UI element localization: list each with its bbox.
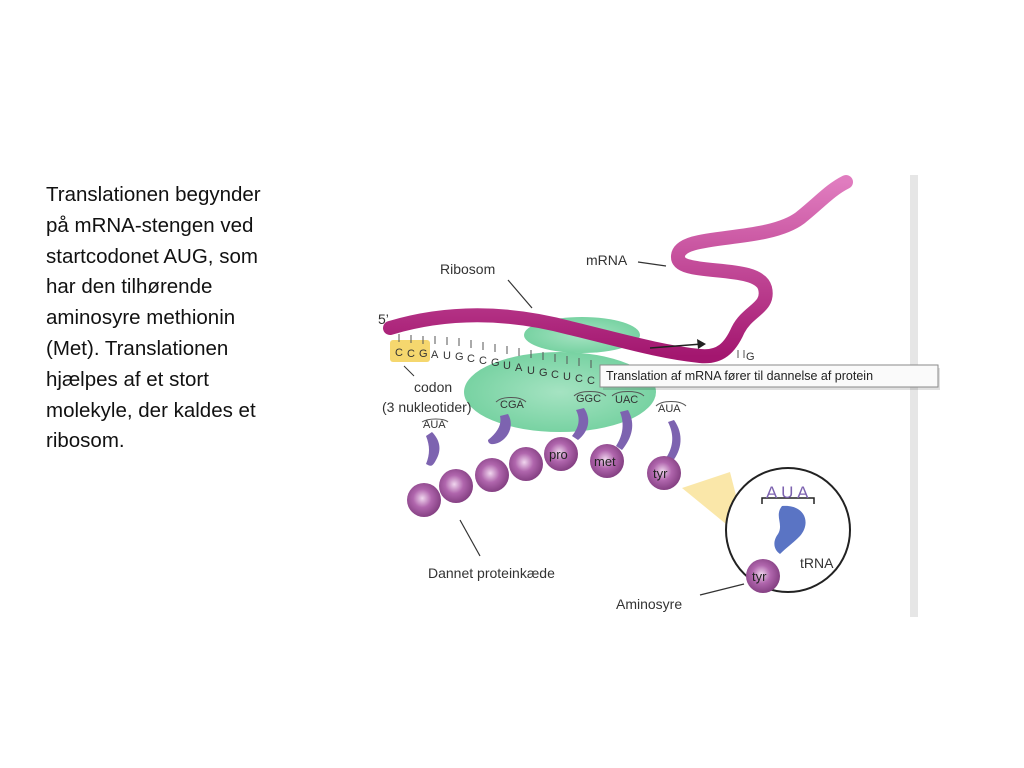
amino-acid-tyr bbox=[647, 456, 681, 490]
description-line: hjælpes af et stort bbox=[46, 367, 209, 391]
nucleotide-ticks bbox=[398, 334, 745, 368]
mrna-label: mRNA bbox=[586, 252, 628, 268]
codon-note-label: (3 nukleotider) bbox=[382, 399, 472, 415]
nucleotide: G bbox=[491, 357, 500, 369]
amino-acid-pro bbox=[544, 437, 578, 471]
translation-diagram: C C G A U G C C G U A U G C U C C G 5’ bbox=[378, 175, 940, 617]
ribosome-label: Ribosom bbox=[440, 261, 495, 277]
nucleotide: G bbox=[746, 351, 755, 363]
description-line: molekyle, der kaldes et bbox=[46, 398, 256, 422]
amino-acid-bead bbox=[407, 483, 441, 517]
description-line: startcodonet AUG, som bbox=[46, 244, 258, 268]
translation-figure: C C G A U G C C G U A U G C U C C G 5’ bbox=[360, 170, 940, 630]
tooltip-text: Translation af mRNA fører til dannelse a… bbox=[606, 369, 873, 383]
anticodon: CGA bbox=[500, 399, 525, 411]
amino-acid-bead bbox=[475, 458, 509, 492]
tooltip: Translation af mRNA fører til dannelse a… bbox=[599, 364, 940, 390]
trna-body bbox=[572, 408, 589, 440]
zoom-amino-acid-label: tyr bbox=[752, 569, 767, 584]
amino-acid-caption: Aminosyre bbox=[616, 596, 682, 612]
zoom-amino-acid bbox=[746, 559, 780, 593]
amino-acid-leader bbox=[699, 583, 745, 596]
amino-acid-bead bbox=[509, 447, 543, 481]
nucleotide: C bbox=[479, 355, 487, 367]
protein-chain-leader bbox=[459, 519, 481, 557]
description-line: har den tilhørende bbox=[46, 275, 213, 299]
direction-arrow-line bbox=[649, 343, 703, 349]
trna-label: tRNA bbox=[800, 555, 834, 571]
description-line: (Met). Translationen bbox=[46, 336, 229, 360]
description-text: Translationen begynder på mRNA-stengen v… bbox=[46, 180, 306, 457]
trna-free: AUA bbox=[421, 418, 449, 466]
anticodon: AUA bbox=[658, 403, 681, 415]
amino-acid-bead bbox=[439, 469, 473, 503]
nucleotide: U bbox=[527, 365, 535, 377]
codon-highlight bbox=[390, 340, 430, 362]
trna-body bbox=[666, 420, 681, 462]
protein-chain bbox=[407, 447, 543, 517]
mrna-leader bbox=[637, 261, 667, 267]
amino-acid-label: met bbox=[594, 454, 616, 469]
nucleotide: G bbox=[539, 367, 548, 379]
description-line: Translationen begynder bbox=[46, 183, 261, 206]
anticodon: UAC bbox=[615, 394, 638, 406]
nucleotide: G bbox=[455, 351, 464, 363]
codon-leader bbox=[403, 365, 415, 377]
nucleotide: A bbox=[515, 362, 523, 374]
tooltip-box bbox=[599, 364, 939, 388]
nucleotide: G bbox=[419, 348, 428, 360]
trna-body bbox=[426, 432, 440, 466]
ribosome-leader bbox=[507, 279, 533, 309]
nucleotide: C bbox=[467, 353, 475, 365]
amino-acid-label: tyr bbox=[653, 466, 668, 481]
trna-cga: CGA bbox=[488, 397, 527, 445]
zoom-anticodon-bracket bbox=[761, 497, 815, 504]
description-line: ribosom. bbox=[46, 429, 125, 453]
mrna-strand bbox=[383, 175, 853, 364]
nucleotide: U bbox=[563, 371, 571, 383]
trna-ggc: GGC bbox=[572, 391, 607, 440]
trna-body bbox=[616, 410, 633, 450]
trna-body bbox=[488, 414, 511, 445]
nucleotide: U bbox=[443, 350, 451, 362]
five-prime-label: 5’ bbox=[378, 311, 389, 327]
amino-acid-label: pro bbox=[549, 447, 568, 462]
nucleotide: C bbox=[407, 348, 415, 360]
direction-arrow-head bbox=[697, 339, 706, 349]
side-bar bbox=[910, 175, 918, 617]
description-line: aminosyre methionin bbox=[46, 306, 236, 330]
amino-acid-met bbox=[590, 444, 624, 478]
protein-chain-label: Dannet proteinkæde bbox=[428, 565, 555, 581]
codon-label: codon bbox=[414, 379, 452, 395]
nucleotide: C bbox=[575, 373, 583, 385]
nucleotide: U bbox=[503, 360, 511, 372]
nucleotide: C bbox=[551, 369, 559, 381]
trna-aua: AUA bbox=[655, 401, 687, 462]
nucleotide: A bbox=[431, 349, 439, 361]
nucleotide: C bbox=[587, 375, 595, 387]
nucleotide: C bbox=[395, 347, 403, 359]
anticodon: AUA bbox=[423, 419, 446, 431]
description-line: på mRNA-stengen ved bbox=[46, 213, 254, 237]
zoom-trna-body bbox=[774, 505, 806, 554]
trna-uac: UAC bbox=[611, 391, 645, 450]
zoom-anticodon: A U A bbox=[766, 483, 809, 502]
anticodon: GGC bbox=[576, 393, 601, 405]
mrna-nucleotides: C C G A U G C C G U A U G C U C C G bbox=[395, 347, 755, 387]
